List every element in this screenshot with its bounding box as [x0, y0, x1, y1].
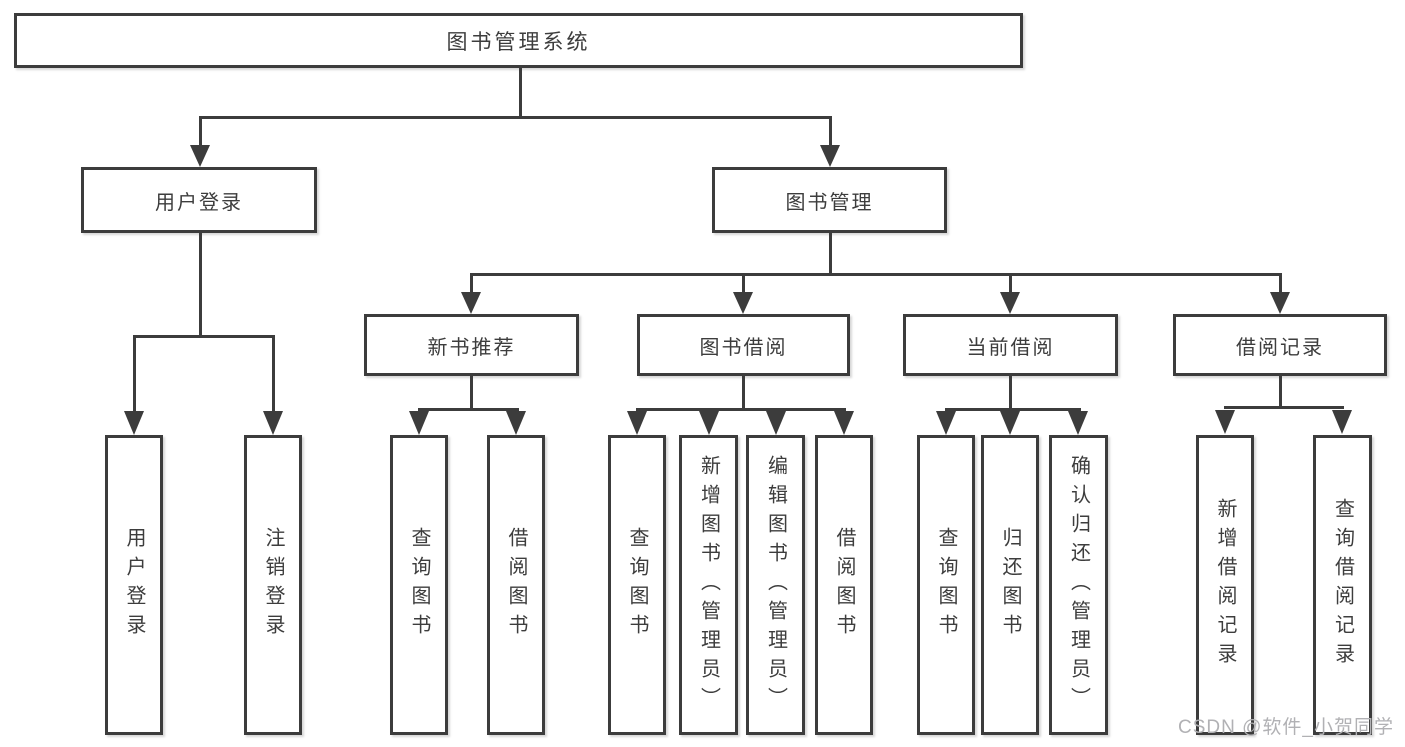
node-current-borrowing: 当前借阅	[903, 314, 1118, 376]
node-label: 图书管理系统	[446, 30, 591, 54]
arrowhead-icon	[1000, 411, 1020, 435]
arrowhead-icon	[733, 292, 753, 314]
node-leaf-logout: 注销登录	[244, 435, 302, 735]
connector-line	[470, 276, 473, 294]
node-leaf-add-book-admin: 新增图书（管理员）	[679, 435, 738, 735]
connector-line	[636, 408, 846, 411]
arrowhead-icon	[1270, 292, 1290, 314]
node-label: 借阅图书	[505, 527, 527, 643]
arrowhead-icon	[124, 411, 144, 435]
arrowhead-icon	[190, 145, 210, 167]
connector-line	[1279, 276, 1282, 294]
node-book-borrowing: 图书借阅	[637, 314, 850, 376]
node-leaf-borrow-books-recommend: 借阅图书	[487, 435, 545, 735]
connector-line	[418, 408, 519, 411]
arrowhead-icon	[627, 411, 647, 435]
arrowhead-icon	[936, 411, 956, 435]
connector-line	[1009, 376, 1012, 411]
node-leaf-user-login: 用户登录	[105, 435, 163, 735]
csdn-watermark: CSDN @软件_小贺同学	[1178, 717, 1394, 738]
arrowhead-icon	[766, 411, 786, 435]
node-label: 用户登录	[123, 527, 145, 643]
node-leaf-return-books: 归还图书	[981, 435, 1039, 735]
node-leaf-add-borrow-record: 新增借阅记录	[1196, 435, 1254, 735]
node-label: 确认归还（管理员）	[1067, 454, 1090, 716]
node-label: 注销登录	[262, 527, 284, 643]
node-label: 查询借阅记录	[1331, 498, 1354, 672]
connector-line	[1009, 276, 1012, 294]
arrowhead-icon	[834, 411, 854, 435]
node-label: 编辑图书（管理员）	[764, 454, 787, 716]
connector-line	[199, 119, 202, 149]
arrowhead-icon	[461, 292, 481, 314]
node-book-management: 图书管理	[712, 167, 947, 233]
node-label: 新增图书（管理员）	[697, 454, 720, 716]
arrowhead-icon	[1068, 411, 1088, 435]
connector-line	[742, 276, 745, 294]
node-label: 归还图书	[999, 527, 1021, 643]
node-leaf-borrow-books-borrowing: 借阅图书	[815, 435, 873, 735]
arrowhead-icon	[506, 411, 526, 435]
connector-line	[272, 338, 275, 414]
arrowhead-icon	[1332, 410, 1352, 434]
connector-line	[133, 338, 136, 414]
connector-line	[199, 116, 832, 119]
node-leaf-edit-book-admin: 编辑图书（管理员）	[746, 435, 805, 735]
node-leaf-query-books-current: 查询图书	[917, 435, 975, 735]
node-borrow-records: 借阅记录	[1173, 314, 1387, 376]
node-label: 用户登录	[155, 191, 243, 214]
node-leaf-query-books-recommend: 查询图书	[390, 435, 448, 735]
node-label: 查询图书	[626, 527, 648, 643]
connector-line	[1279, 376, 1282, 408]
connector-line	[829, 119, 832, 149]
node-library-system: 图书管理系统	[14, 13, 1023, 68]
node-label: 查询图书	[935, 527, 957, 643]
node-leaf-query-books-borrowing: 查询图书	[608, 435, 666, 735]
arrowhead-icon	[1000, 292, 1020, 314]
node-label: 借阅图书	[833, 527, 855, 643]
connector-line	[945, 408, 1081, 411]
arrowhead-icon	[699, 411, 719, 435]
node-label: 当前借阅	[966, 336, 1055, 359]
node-user-login: 用户登录	[81, 167, 317, 233]
node-leaf-confirm-return-admin: 确认归还（管理员）	[1049, 435, 1108, 735]
arrowhead-icon	[1215, 410, 1235, 434]
connector-line	[1224, 406, 1344, 409]
node-label: 新增借阅记录	[1214, 498, 1236, 672]
node-label: 查询图书	[408, 527, 430, 643]
node-new-book-recommend: 新书推荐	[364, 314, 579, 376]
arrowhead-icon	[409, 411, 429, 435]
connector-line	[133, 335, 275, 338]
arrowhead-icon	[820, 145, 840, 167]
connector-line	[742, 376, 745, 411]
node-label: 借阅记录	[1236, 336, 1324, 359]
connector-line	[519, 68, 522, 119]
node-leaf-query-borrow-record: 查询借阅记录	[1313, 435, 1372, 735]
node-label: 图书管理	[785, 191, 874, 214]
connector-line	[470, 376, 473, 411]
node-label: 新书推荐	[427, 336, 516, 359]
connector-line	[470, 273, 1282, 276]
connector-line	[199, 233, 202, 338]
node-label: 图书借阅	[699, 336, 788, 359]
connector-line	[829, 233, 832, 276]
arrowhead-icon	[263, 411, 283, 435]
